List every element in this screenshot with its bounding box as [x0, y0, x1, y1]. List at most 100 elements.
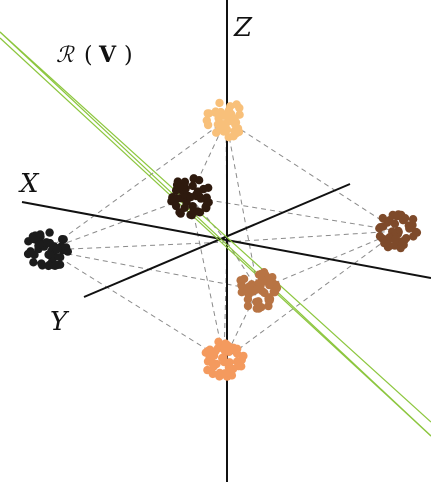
cluster-point	[243, 285, 252, 295]
cluster-point	[209, 362, 218, 371]
cluster-point	[239, 351, 248, 361]
cluster-point	[53, 244, 62, 253]
cluster-point	[193, 187, 202, 196]
cluster-point	[398, 238, 408, 247]
cluster-point	[188, 202, 197, 211]
title-open-paren: (	[84, 43, 93, 68]
dashed-edge	[46, 241, 228, 251]
cluster-point	[189, 174, 198, 183]
cluster-point	[44, 261, 53, 271]
y-axis-label: Y	[50, 307, 70, 337]
dashed-edge	[226, 230, 399, 243]
cluster-point	[265, 280, 274, 290]
cluster-point	[204, 183, 213, 192]
cluster-point	[221, 124, 231, 133]
figure-title: ℛ ( V )	[56, 42, 133, 68]
cluster-point	[257, 303, 266, 312]
cluster-point	[29, 258, 38, 267]
cluster-point	[59, 235, 68, 244]
cluster-point	[203, 120, 213, 130]
cluster-point	[214, 337, 223, 346]
cluster-point	[215, 98, 224, 108]
cluster-bottom	[201, 337, 248, 381]
cluster-point	[212, 128, 221, 137]
cluster-point	[234, 362, 243, 371]
cluster-point	[218, 353, 227, 363]
cluster-point	[168, 193, 177, 202]
plane-line-1	[0, 31, 431, 437]
title-close-paren: )	[124, 43, 133, 68]
cluster-right	[375, 210, 422, 253]
dashed-edge	[257, 230, 399, 291]
cluster-point	[30, 250, 39, 259]
dashed-edge	[46, 249, 225, 361]
cluster-point	[171, 186, 181, 195]
cluster-point	[208, 369, 217, 379]
dashed-edge	[189, 196, 399, 232]
plane-line-2	[0, 31, 431, 423]
cluster-point	[44, 250, 53, 259]
cluster-center-right	[236, 268, 282, 313]
cluster-point	[180, 177, 190, 186]
plane-intersection-lines	[0, 31, 431, 437]
cluster-point	[272, 283, 282, 293]
cluster-point	[264, 296, 273, 305]
axes	[21, 0, 431, 482]
cluster-point	[45, 228, 54, 237]
cluster-point	[28, 234, 38, 244]
cluster-point	[196, 194, 206, 203]
cluster-point	[211, 107, 220, 116]
x-axis-label: X	[18, 169, 40, 199]
cluster-point	[412, 228, 422, 237]
cluster-point	[260, 288, 269, 298]
cluster-point	[217, 370, 226, 379]
dashed-edge	[189, 196, 225, 361]
cluster-point	[35, 240, 44, 249]
cluster-point	[171, 201, 181, 211]
dashed-edge	[46, 119, 227, 251]
cluster-point	[400, 214, 410, 223]
title-script-r: ℛ	[56, 43, 75, 68]
cluster-point	[42, 238, 51, 247]
cluster-point	[229, 344, 239, 354]
dashed-edge	[225, 119, 399, 232]
cluster-point	[391, 235, 400, 244]
cluster-point	[237, 280, 246, 289]
cluster-point	[383, 218, 392, 227]
cluster-point	[229, 131, 238, 141]
dashed-edge	[46, 196, 191, 251]
y-axis	[83, 183, 351, 298]
plane-line-3	[0, 37, 431, 437]
cluster-point	[203, 346, 213, 356]
cluster-point	[243, 295, 253, 304]
cluster-point	[232, 100, 241, 109]
cluster-point	[203, 109, 212, 118]
cluster-point	[243, 301, 253, 311]
cluster-point	[186, 192, 195, 202]
cluster-point	[227, 371, 237, 380]
title-bold-v: V	[98, 42, 117, 68]
cluster-point	[180, 203, 189, 212]
cluster-point	[202, 203, 211, 213]
cluster-point	[380, 239, 389, 248]
cluster-point	[38, 261, 47, 270]
cluster-point	[404, 221, 413, 230]
point-clusters	[23, 98, 422, 381]
cluster-point	[188, 181, 197, 191]
cluster-point	[256, 271, 265, 280]
cluster-point	[209, 351, 219, 360]
cluster-top	[202, 98, 244, 142]
cluster-point	[375, 232, 385, 241]
cluster-point	[195, 208, 205, 217]
cluster-point	[230, 114, 239, 123]
cluster-point	[375, 224, 384, 233]
cluster-upper-left	[167, 174, 213, 220]
dashed-edge	[225, 119, 259, 291]
cluster-left	[23, 228, 72, 271]
cluster-point	[23, 249, 33, 259]
dashed-edge	[223, 230, 399, 361]
x-axis	[21, 201, 431, 279]
cluster-point	[50, 261, 60, 270]
z-axis-label: Z	[233, 13, 253, 43]
